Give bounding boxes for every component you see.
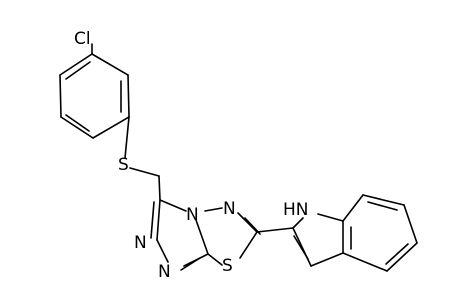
atom-label-n-triazole-lower: N <box>158 262 171 282</box>
thiadiazole-indole-bond <box>256 227 294 233</box>
triazole-ring <box>150 199 209 271</box>
atom-label-cl: Cl <box>74 29 91 49</box>
atom-label-s-ring: S <box>222 256 233 276</box>
indole-pyrrole-ring <box>292 213 344 267</box>
indole-benzene-ring <box>342 194 418 272</box>
c-s-bond <box>124 116 130 159</box>
atom-label-s-thioether: S <box>118 155 129 175</box>
atom-label-n-thiadiazole: N <box>223 199 236 219</box>
atom-label-n-triazole-upper: N <box>134 233 147 253</box>
atom-label-n-bridgehead: N <box>186 205 199 225</box>
ch2-triazole-bond <box>158 175 161 201</box>
atom-label-nh-indole: HN <box>283 200 309 220</box>
s-ch2-bond <box>129 167 160 177</box>
chlorophenyl-ring <box>59 53 130 139</box>
